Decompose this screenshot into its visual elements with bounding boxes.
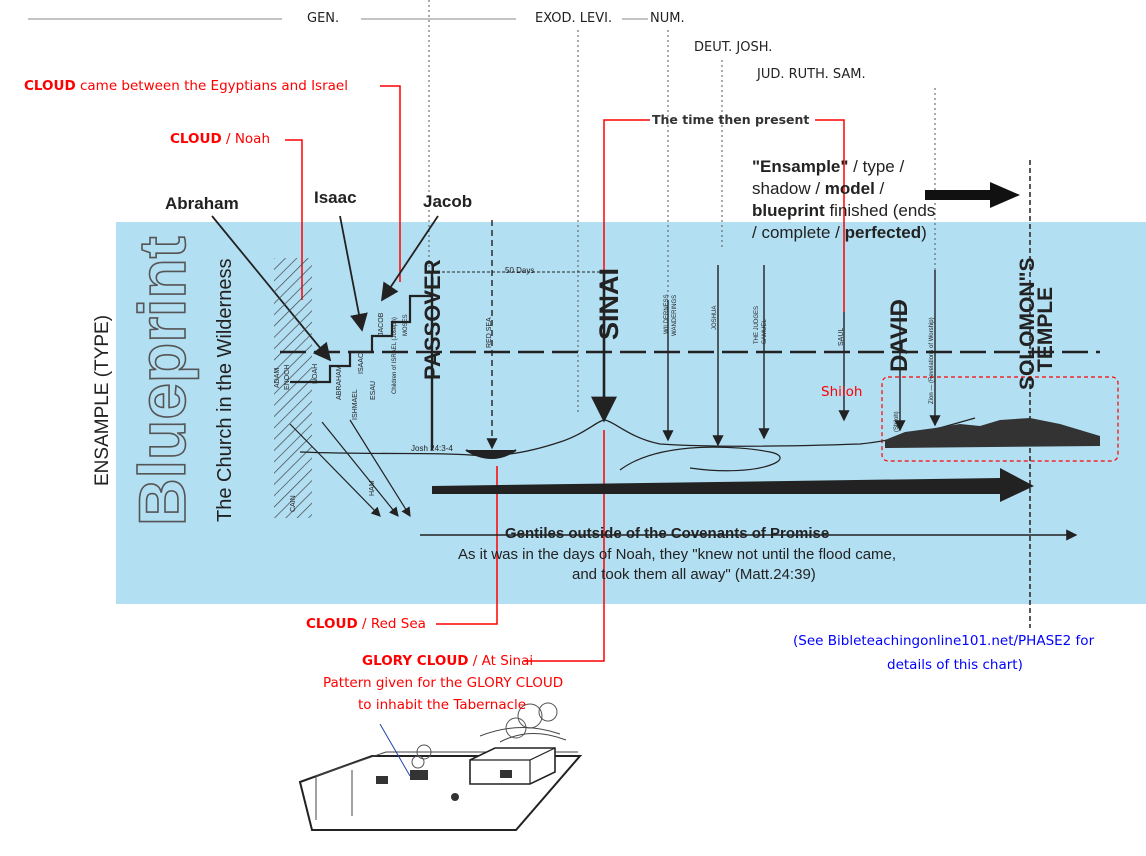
side-label-ensample-type: ENSAMPLE (TYPE)	[92, 314, 113, 486]
small-label-saul: SAUL	[838, 327, 845, 346]
label-isaac: Isaac	[314, 188, 357, 207]
small-label-red-sea: RED SEA	[486, 317, 493, 348]
annotation-pattern-line1: Pattern given for the GLORY CLOUD	[323, 675, 564, 691]
book-gen: GEN.	[307, 11, 340, 26]
annotation-glory-cloud: GLORY CLOUD / At Sinai	[362, 653, 534, 669]
red-line-egypt	[380, 85, 401, 282]
arrow-isaac	[339, 215, 368, 332]
book-jud-ruth-sam: JUD. RUTH. SAM.	[757, 67, 866, 82]
book-exod-levi: EXOD. LEVI.	[535, 11, 613, 26]
label-joshua-ref: Josh 24:3-4	[411, 444, 453, 453]
red-line-time-right	[815, 119, 845, 312]
red-line-time-left	[603, 119, 650, 332]
blueprint-title: Blueprint	[124, 236, 200, 527]
small-label-moses: MOSES	[403, 314, 409, 336]
annotation-cloud-egypt: CLOUD came between the Egyptians and Isr…	[24, 78, 348, 94]
label-sinai: SINAI	[594, 267, 624, 340]
small-label-enoch: ENOCH	[284, 364, 291, 390]
book-num: NUM.	[650, 11, 685, 26]
annotation-see-link-line1: (See Bibleteachingonline101.net/PHASE2 f…	[793, 633, 1095, 649]
temple-skyline	[885, 418, 1100, 448]
tabernacle-sketch	[298, 702, 583, 831]
wander-loop	[619, 446, 781, 472]
annotation-time-present: The time then present	[652, 112, 810, 127]
small-label-esau: ESAU	[370, 380, 377, 400]
book-deut-josh: DEUT. JOSH.	[694, 40, 773, 55]
small-label-shiloh: (Shiloh)	[894, 411, 900, 432]
red-line-redsea	[436, 466, 498, 625]
noah-quote-line2: and took them all away" (Matt.24:39)	[572, 566, 816, 583]
small-label-wanderings: WANDERINGS	[672, 294, 678, 336]
small-label-wilderness: WILDERNESS	[664, 294, 670, 334]
lineage-steps	[290, 294, 432, 384]
blueprint-subtitle: The Church in the Wilderness	[214, 258, 236, 522]
label-fifty-days: 50 Days	[505, 266, 535, 275]
label-david: DAVID	[886, 299, 913, 372]
small-label-judges: THE JUDGES	[754, 305, 760, 344]
small-label-ishmael: ISHMAEL	[352, 389, 359, 420]
label-jacob: Jacob	[423, 192, 473, 211]
shiloh-highlight-box	[881, 376, 1119, 462]
small-label-children-israel: Children of ISRAEL (Joseph)	[392, 317, 398, 394]
noah-quote-line1: As it was in the days of Noah, they "kne…	[458, 546, 897, 563]
small-label-zion: Zion — (Revelations of Worship)	[929, 317, 935, 404]
small-label-isaac: ISAAC	[358, 352, 365, 374]
covenant-arrow	[432, 468, 1034, 502]
ensample-arrow	[925, 182, 1020, 208]
red-line-sinai	[524, 430, 605, 662]
annotation-cloud-noah: CLOUD / Noah	[170, 131, 271, 147]
red-sea-water	[465, 449, 517, 459]
label-temple: TEMPLE	[1034, 286, 1057, 372]
small-label-noah: NOAH	[312, 363, 319, 384]
small-label-jacob: JACOB	[378, 312, 385, 336]
small-label-abraham: ABRAHAM	[336, 365, 343, 400]
annotation-shiloh: Shiloh	[821, 384, 863, 400]
annotation-cloud-red-sea: CLOUD / Red Sea	[306, 616, 426, 632]
small-label-joshua: JOSHUA	[712, 305, 718, 330]
annotation-pattern-line2: to inhabit the Tabernacle	[358, 697, 527, 713]
label-passover: PASSOVER	[420, 259, 445, 380]
small-label-ham: HAM	[369, 480, 376, 496]
noah-hatch	[274, 258, 312, 518]
ground-curve	[299, 417, 976, 457]
small-label-adam: ADAM	[274, 367, 281, 388]
arrow-jacob	[381, 215, 439, 302]
red-line-noah	[285, 139, 303, 300]
label-abraham: Abraham	[165, 194, 239, 213]
gentiles-title: Gentiles outside of the Covenants of Pro…	[505, 525, 830, 542]
ensample-description: "Ensample" / type / shadow / model / blu…	[752, 157, 936, 242]
annotation-see-link-line2: details of this chart)	[887, 657, 1023, 673]
small-label-samuel: SAMUEL	[762, 319, 768, 344]
small-label-cain: CAIN	[290, 495, 297, 512]
